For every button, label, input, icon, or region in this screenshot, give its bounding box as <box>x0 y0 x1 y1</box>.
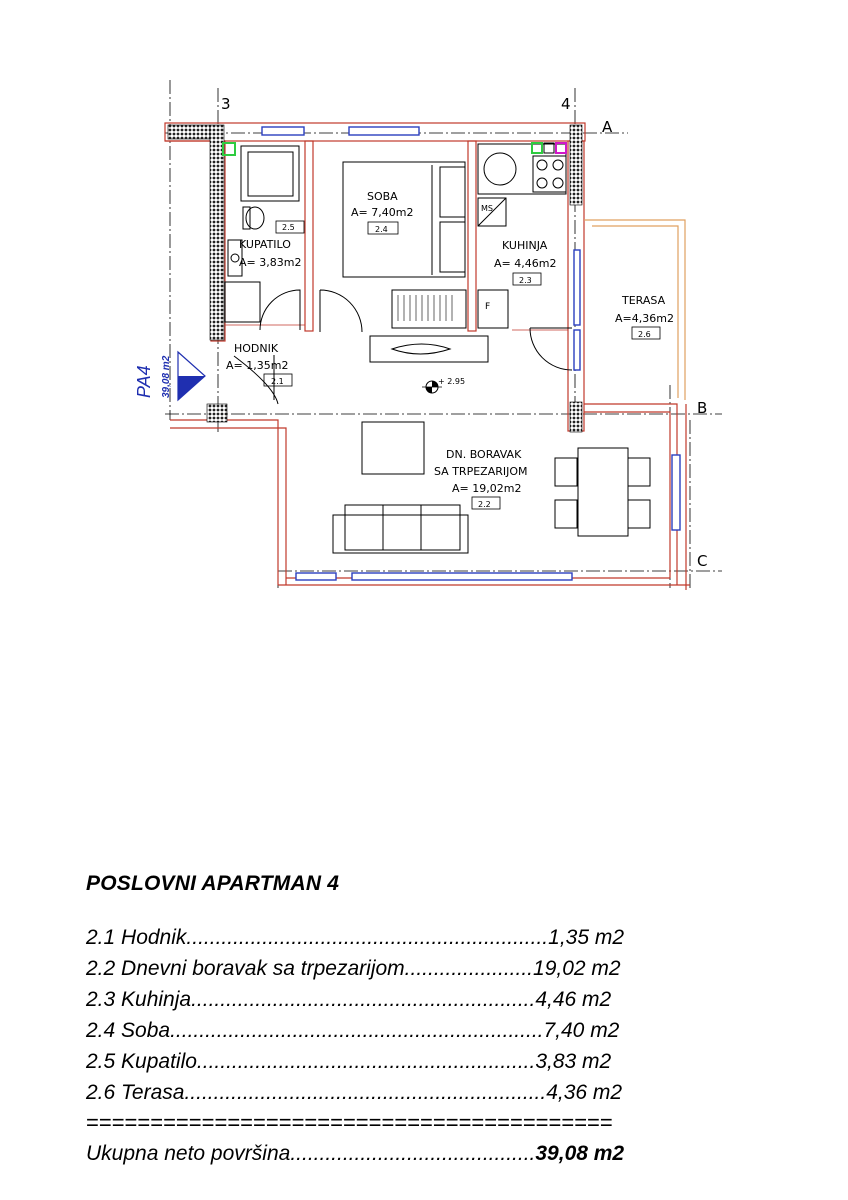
bedroom-furniture <box>342 161 489 363</box>
windows <box>261 126 681 581</box>
walls <box>164 122 690 590</box>
room-name: KUHINJA <box>502 239 548 252</box>
legend-row-value: 3,83 m2 <box>535 1050 612 1073</box>
legend-row-label: 2.1 Hodnik..............................… <box>86 926 625 949</box>
legend-row-value: 7,40 m2 <box>543 1019 620 1042</box>
doors <box>233 289 573 405</box>
legend-row-value: 19,02 m2 <box>533 957 621 980</box>
legend-row: 2.5 Kupatilo............................… <box>86 1050 766 1082</box>
axis-label-3: 3 <box>221 95 231 113</box>
legend-title: POSLOVNI APARTMAN 4 <box>86 872 340 895</box>
room-labels: HODNIK A= 1,35m2 2.1 DN. BORAVAK SA TRPE… <box>226 190 674 510</box>
legend-row: 2.1 Hodnik..............................… <box>86 926 766 958</box>
legend-row-value: 4,46 m2 <box>535 988 612 1011</box>
apartment-code: PA4 <box>134 365 154 398</box>
legend-row-label: 2.3 Kuhinja.............................… <box>86 988 612 1011</box>
room-name: SOBA <box>367 190 398 203</box>
legend-total: Ukupna neto površina....................… <box>86 1142 766 1174</box>
legend-row: 2.2 Dnevni boravak sa trpezarijom.......… <box>86 957 766 989</box>
room-tag: 2.3 <box>519 276 532 285</box>
legend-row: 2.4 Soba................................… <box>86 1019 766 1051</box>
room-name-line2: SA TRPEZARIJOM <box>434 465 528 478</box>
legend-row-label: 2.6 Terasa..............................… <box>86 1081 623 1104</box>
separator-line: ========================================… <box>86 1110 613 1135</box>
room-name: DN. BORAVAK <box>446 448 522 461</box>
legend-row-label: 2.2 Dnevni boravak sa trpezarijom.......… <box>86 957 621 980</box>
room-area: A= 1,35m2 <box>226 359 288 372</box>
room-tag: 2.5 <box>282 223 295 232</box>
legend-separator: ========================================… <box>86 1110 766 1142</box>
axis-label-4: 4 <box>561 95 571 113</box>
legend-total-label: Ukupna neto površina....................… <box>86 1142 625 1165</box>
level-mark: + 2.95 <box>438 377 465 386</box>
living-furniture <box>332 421 651 554</box>
legend-row-value: 1,35 m2 <box>548 926 625 949</box>
room-area: A=4,36m2 <box>615 312 674 325</box>
room-tag: 2.6 <box>638 330 651 339</box>
apartment-marker: PA4 39,08 m2 <box>134 350 206 402</box>
room-tag: 2.1 <box>271 377 284 386</box>
legend-row-label: 2.5 Kupatilo............................… <box>86 1050 612 1073</box>
level-marker: + 2.95 <box>422 377 465 394</box>
floor-plan: 3 4 A B C <box>134 80 722 590</box>
legend-row-label: 2.4 Soba................................… <box>86 1019 620 1042</box>
column-hatches <box>167 124 583 433</box>
legend-total-value: 39,08 m2 <box>535 1142 625 1165</box>
axis-label-c: C <box>697 552 707 570</box>
room-tag: 2.2 <box>478 500 491 509</box>
room-name: TERASA <box>621 294 666 307</box>
room-area: A= 19,02m2 <box>452 482 521 495</box>
axis-label-b: B <box>697 399 707 417</box>
room-area: A= 4,46m2 <box>494 257 556 270</box>
room-name: HODNIK <box>234 342 279 355</box>
bathroom-fixtures <box>222 142 300 323</box>
apartment-area: 39,08 m2 <box>161 355 172 398</box>
room-tag: 2.4 <box>375 225 388 234</box>
legend-row: 2.3 Kuhinja.............................… <box>86 988 766 1020</box>
room-name: KUPATILO <box>239 238 291 251</box>
area-legend: POSLOVNI APARTMAN 4 2.1 Hodnik..........… <box>86 872 766 1165</box>
kitchen-mark-ms: MS <box>481 204 493 213</box>
kitchen-fixtures <box>477 142 567 329</box>
axis-label-a: A <box>602 118 613 136</box>
room-area: A= 3,83m2 <box>239 256 301 269</box>
legend-row: 2.6 Terasa..............................… <box>86 1081 766 1113</box>
room-area: A= 7,40m2 <box>351 206 413 219</box>
legend-row-value: 4,36 m2 <box>546 1081 623 1104</box>
kitchen-mark-f: F <box>485 302 490 312</box>
